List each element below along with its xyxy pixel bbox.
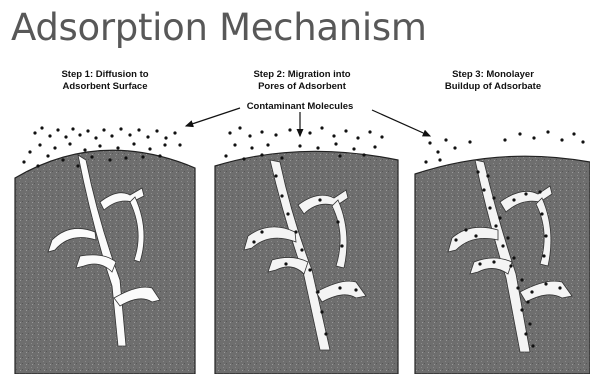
arrow-to-panel-1 bbox=[186, 108, 240, 126]
panel-step-1 bbox=[15, 126, 195, 374]
panel-step-3 bbox=[415, 130, 590, 374]
callout-arrows bbox=[186, 108, 430, 136]
panel-step-2 bbox=[215, 126, 398, 374]
arrow-to-panel-3 bbox=[372, 110, 430, 136]
